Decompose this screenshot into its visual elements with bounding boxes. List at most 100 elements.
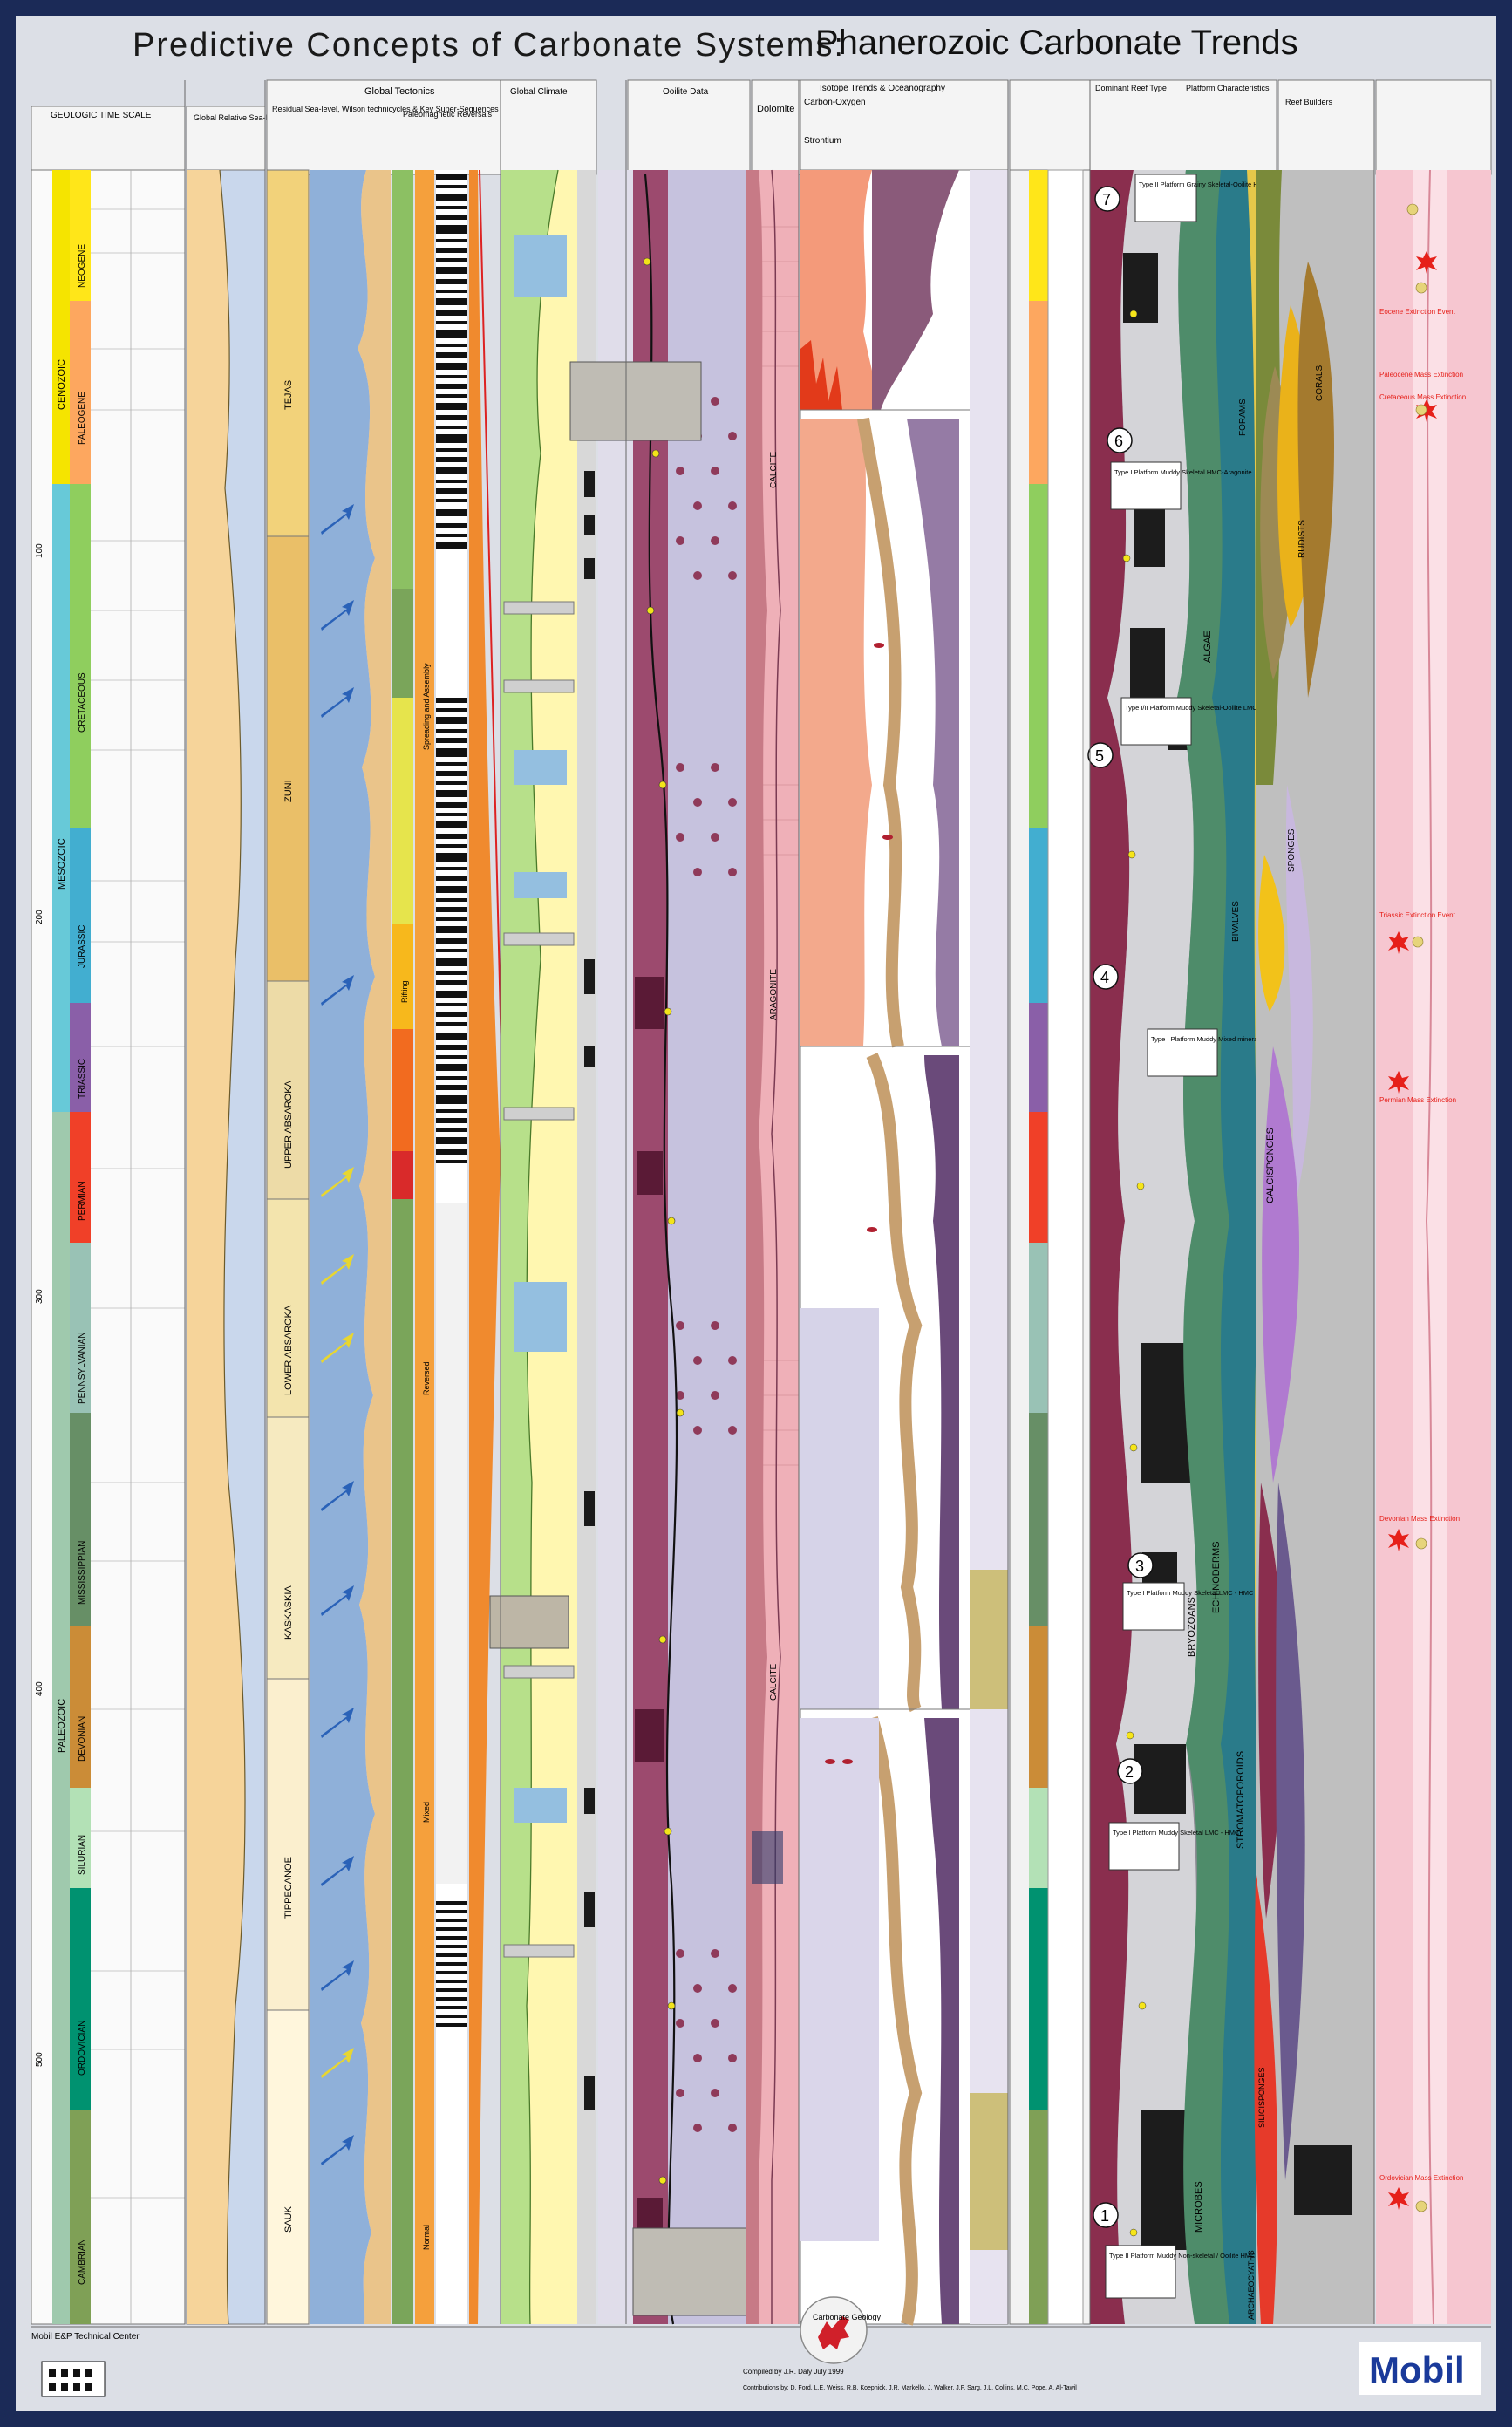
climate-header: Global Climate: [510, 87, 568, 97]
platform-num-1: 1: [1100, 2207, 1109, 2225]
ooid-header: Ooilite Data: [663, 87, 709, 97]
era-paleozoic: PALEOZOIC: [57, 1699, 67, 1753]
reef-builders-column: Reef Builders ALGAE FORAMS CORALS RUDIST…: [1187, 79, 1375, 2324]
era-mesozoic: MESOZOIC: [57, 838, 67, 890]
period-permian: PERMIAN: [78, 1181, 87, 1221]
pegasus-logo: Carbonate Geology: [800, 2296, 882, 2364]
period-paleogene: PALEOGENE: [78, 392, 87, 445]
platform-label-7: Type II Platform Grainy Skeletal-Ooilite…: [1139, 181, 1298, 188]
age-tick-100: 100: [35, 543, 44, 558]
period-cambrian: CAMBRIAN: [78, 2239, 87, 2285]
sea-level-header: Global Relative Sea-Level: [194, 113, 284, 122]
sequences-header: Residual Sea-level, Wilson technicycles …: [272, 105, 499, 113]
time-scale-column: GEOLOGIC TIME SCALE CENOZOIC MESOZOIC PA…: [31, 106, 186, 2325]
reef-type-header: Dominant Reef Type: [1095, 84, 1167, 92]
extinction-markers: [1388, 203, 1437, 2212]
supersequence-upper-absaroka: UPPER ABSAROKA: [283, 1080, 294, 1169]
platform-label-6: Type I Platform Muddy Skeletal HMC-Arago…: [1114, 468, 1252, 476]
footer-contributors: Contributions by: D. Ford, L.E. Weiss, R…: [743, 2385, 1077, 2391]
age-tick-200: 200: [35, 910, 44, 924]
supersequence-zuni: ZUNI: [283, 780, 294, 802]
platform-num-2: 2: [1125, 1763, 1134, 1781]
reef-column: Dominant Reef Type Platform Characterist…: [1087, 79, 1298, 2324]
era-band-cenozoic: [52, 170, 70, 484]
sea-level-column: Global Relative Sea-Level: [186, 106, 284, 2325]
extinction-column: Eocene Extinction Event Paleocene Mass E…: [1375, 79, 1492, 2325]
extinction-cretaceous: Cretaceous Mass Extinction: [1379, 393, 1466, 401]
tectonic-phase-reversed: Reversed: [422, 1361, 431, 1395]
tectonic-phase-rifting: Rifting: [400, 980, 409, 1003]
era-band-paleozoic: [52, 1112, 70, 2324]
biota-echinoderms: ECHINODERMS: [1211, 1541, 1222, 1613]
biota-stromatoporoids: STROMATOPOROIDS: [1236, 1751, 1246, 1849]
title-right: Phanerozoic Carbonate Trends: [815, 24, 1298, 62]
tectonics-header: Global Tectonics: [364, 86, 435, 97]
supersequence-lower-absaroka: LOWER ABSAROKA: [283, 1305, 294, 1395]
platform-label-1: Type II Platform Muddy Non-skeletal / Oo…: [1109, 2252, 1289, 2260]
supersequence-tippecanoe: TIPPECANOE: [283, 1857, 294, 1919]
biota-sponges: SPONGES: [1287, 828, 1297, 872]
sea-level-curve: [187, 170, 246, 2324]
climate-cool-region: [501, 170, 558, 2324]
biota-calcisponges: CALCISPONGES: [1265, 1128, 1276, 1203]
extinction-ordovician: Ordovician Mass Extinction: [1379, 2174, 1463, 2182]
biota-algae-top: ALGAE: [1202, 631, 1213, 663]
mobil-logo: Mobil: [1359, 2342, 1481, 2395]
supersequence-kaskaskia: KASKASKIA: [283, 1585, 294, 1640]
platform-label-5: Type I/II Platform Muddy Skeletal-Ooilit…: [1125, 704, 1257, 712]
period-devonian: DEVONIAN: [78, 1716, 87, 1762]
climate-column: Global Climate: [489, 79, 690, 2325]
biota-forams: FORAMS: [1238, 399, 1248, 436]
period-ordovician: ORDOVICIAN: [78, 2021, 87, 2076]
paleomag-header: Paleomagnetic Reversals: [403, 110, 493, 119]
biota-bivalves: BIVALVES: [1231, 901, 1241, 942]
dolomite-label-calcite-bottom: CALCITE: [769, 1663, 779, 1701]
biota-bryozoans: BRYOZOANS: [1187, 1597, 1197, 1657]
extinction-permian: Permian Mass Extinction: [1379, 1096, 1456, 1104]
biota-microbes: MICROBES: [1194, 2181, 1204, 2233]
footer-compiled: Compiled by J.R. Daly July 1999: [743, 2368, 844, 2376]
time-scale-header: GEOLOGIC TIME SCALE: [51, 111, 152, 120]
brand-name: Mobil: [1369, 2349, 1465, 2390]
era-cenozoic: CENOZOIC: [57, 359, 67, 410]
tectonics-column: Global Tectonics Residual Sea-level, Wil…: [266, 79, 555, 2325]
period-silurian: SILURIAN: [78, 1835, 87, 1875]
title-left: Predictive Concepts of Carbonate Systems…: [133, 27, 845, 64]
dolomite-header: Dolomite: [757, 104, 794, 114]
extinction-devonian: Devonian Mass Extinction: [1379, 1515, 1460, 1523]
footer-left-logo: Mobil E&P Technical Center: [31, 2332, 140, 2342]
period-cretaceous: CRETACEOUS: [78, 672, 87, 733]
period-pennsylvanian: PENNSYLVANIAN: [78, 1333, 87, 1404]
period-neogene: NEOGENE: [78, 244, 87, 288]
period-jurassic: JURASSIC: [78, 925, 87, 968]
isotope-header: Isotope Trends & Oceanography: [820, 84, 945, 93]
carbon-oxygen-header: Carbon-Oxygen: [804, 98, 866, 107]
biota-archaeocyaths: ARCHAEOCYATHS: [1247, 2250, 1256, 2320]
dolomite-label-calcite-top: CALCITE: [769, 451, 779, 488]
platform-callouts: 7 Type II Platform Grainy Skeletal-Ooili…: [1087, 174, 1298, 2299]
center-logo-label: Carbonate Geology: [813, 2313, 882, 2321]
ooid-column: Ooilite Data: [569, 79, 800, 2325]
dolomite-column: Dolomite CALCITE ARAGONITE CALCITE: [746, 79, 803, 2324]
period-mississippian: MISSISSIPPIAN: [78, 1541, 87, 1605]
extinction-paleocene: Paleocene Mass Extinction: [1379, 371, 1463, 378]
biota-corals-top: CORALS: [1315, 365, 1325, 401]
strontium-header: Strontium: [804, 136, 841, 146]
platform-header: Platform Characteristics: [1186, 84, 1270, 92]
platform-label-2: Type I Platform Muddy Skeletal LMC - HMC: [1113, 1829, 1240, 1837]
dolomite-label-aragonite: ARAGONITE: [769, 969, 779, 1020]
building-icon: [41, 2361, 106, 2397]
age-tick-300: 300: [35, 1289, 44, 1304]
platform-num-4: 4: [1100, 969, 1109, 986]
extinction-triassic: Triassic Extinction Event: [1379, 911, 1456, 919]
age-tick-500: 500: [35, 2052, 44, 2067]
age-tick-400: 400: [35, 1681, 44, 1696]
platform-label-3: Type I Platform Muddy Skeletal LMC - HMC: [1127, 1589, 1254, 1597]
tectonic-phase-mixed: Mixed: [422, 1802, 431, 1823]
platform-column: [1009, 79, 1091, 2325]
biota-rudists: RUDISTS: [1297, 520, 1307, 558]
tectonic-phase-normal: Normal: [422, 2225, 431, 2250]
reef-builders-header: Reef Builders: [1285, 98, 1333, 106]
footer: Mobil E&P Technical Center Carbonate Geo…: [31, 2296, 1491, 2397]
platform-num-5: 5: [1095, 747, 1104, 765]
